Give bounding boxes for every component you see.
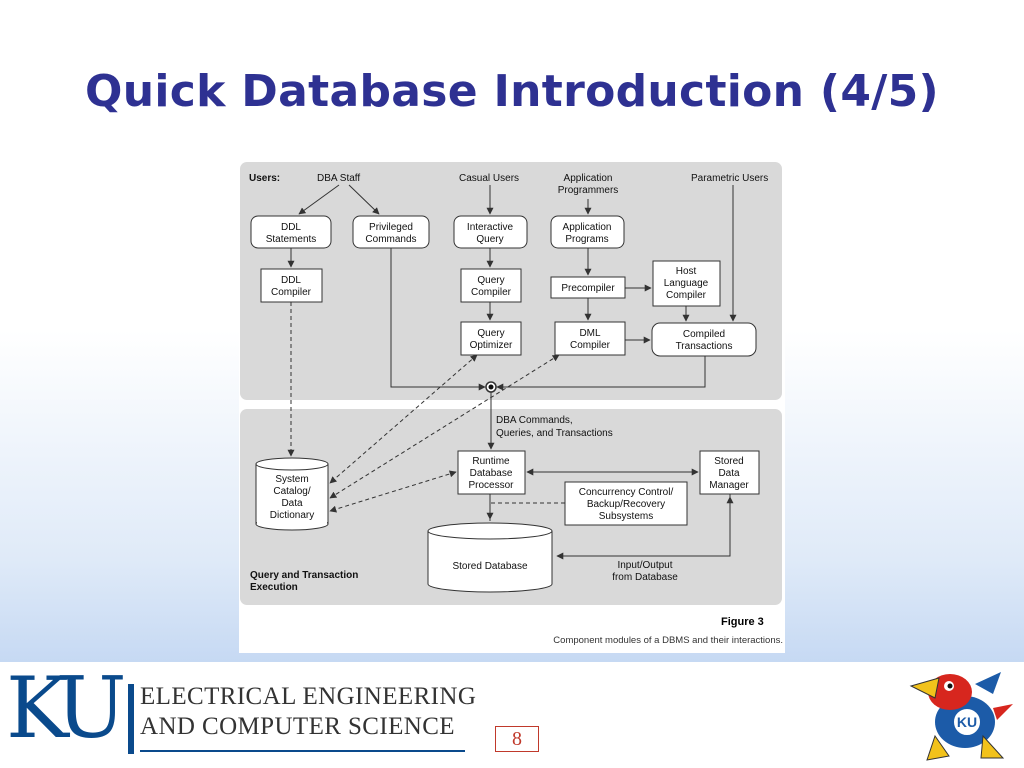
ddl-compiler-box [260,268,323,303]
diagram-text-line: Subsystems [599,511,653,522]
compiled-transactions-box [651,322,757,357]
dbms-component-diagram: Users: DBA Staff Casual Users Applicatio… [240,162,782,605]
diagram-text-line: Runtime [472,456,510,467]
dbms-figure: Users: DBA Staff Casual Users Applicatio… [239,161,785,653]
stored-database-label: Stored Database [452,561,527,572]
query-compiler-box [460,268,522,303]
diagram-text-line: Stored Database [452,561,527,572]
page-number: 8 [495,726,539,752]
diagram-text-line: Precompiler [561,283,615,294]
diagram-text-line: Execution [250,582,298,593]
figure-label: Figure 3 [721,616,764,628]
diagram-text-line: Dictionary [270,510,314,521]
diagram-text-line: Compiled [683,329,725,340]
diagram-text-line: Backup/Recovery [587,499,665,510]
diagram-text-line: Query [477,328,504,339]
diagram-text-line: Application [563,222,612,233]
department-name-line2: AND COMPUTER SCIENCE [140,713,455,740]
diagram-text-line: Commands [365,234,416,245]
diagram-text-line: Compiler [471,287,512,298]
diagram-text-line: Query and Transaction [250,570,358,581]
users-label: Users: [249,173,280,184]
system-catalog-cylinder [255,457,329,531]
diagram-text-line: Query [476,234,503,245]
jayhawk-mascot-icon: KU [909,672,1013,761]
user-parametric-users: Parametric Users [691,173,768,184]
diagram-text-line: Manager [709,480,749,491]
user-dba-staff: DBA Staff [317,173,360,184]
diagram-text-line: Host [676,266,697,277]
department-underline [140,750,465,752]
figure-caption: Component modules of a DBMS and their in… [553,635,783,646]
diagram-text-line: Optimizer [470,340,513,351]
diagram-text-line: DBA Commands, [496,415,573,426]
host-language-compiler-box [652,260,721,307]
diagram-text-line: DML [579,328,601,339]
diagram-text-line: Queries, and Transactions [496,428,613,439]
concurrency-control-box [564,481,688,526]
diagram-text-line: System [275,474,308,485]
diagram-text-line: Interactive [467,222,514,233]
diagram-text-line: Catalog/ [273,486,310,497]
diagram-text-line: from Database [612,572,678,583]
precompiler-label: Precompiler [561,283,615,294]
department-name-line1: ELECTRICAL ENGINEERING [140,683,477,710]
diagram-text-line: Input/Output [617,560,672,571]
diagram-text-line: Data [281,498,303,509]
diagram-text-line: Compiler [666,290,707,301]
diagram-text-line: DDL [281,222,301,233]
dml-compiler-box [554,321,626,356]
diagram-text-line: Compiler [271,287,312,298]
diagram-text-line: Transactions [676,341,733,352]
diagram-text-line: Language [664,278,709,289]
diagram-text-line: Privileged [369,222,413,233]
user-casual-users: Casual Users [459,173,519,184]
diagram-text-line: Compiler [570,340,611,351]
query-optimizer-box [460,321,522,356]
stored-data-manager-box [699,450,760,495]
diagram-text-line: DDL [281,275,301,286]
diagram-text-line: Query [477,275,504,286]
diagram-text-line: Processor [468,480,514,491]
diagram-text-line: Statements [266,234,317,245]
diagram-text-line: Programmers [558,185,619,196]
diagram-text-line: Programs [565,234,608,245]
ku-logo-divider [128,684,134,754]
ku-logo-letters: KU [6,659,127,757]
diagram-text-line: Stored [714,456,743,467]
diagram-text-line: Data [718,468,740,479]
stored-database-cylinder [427,522,553,593]
diagram-text-line: Database [470,468,513,479]
mascot-ku-badge: KU [957,714,977,730]
diagram-text-line: Application [564,173,613,184]
diagram-text-line: Concurrency Control/ [579,487,674,498]
slide-title: Quick Database Introduction (4/5) [85,66,939,117]
